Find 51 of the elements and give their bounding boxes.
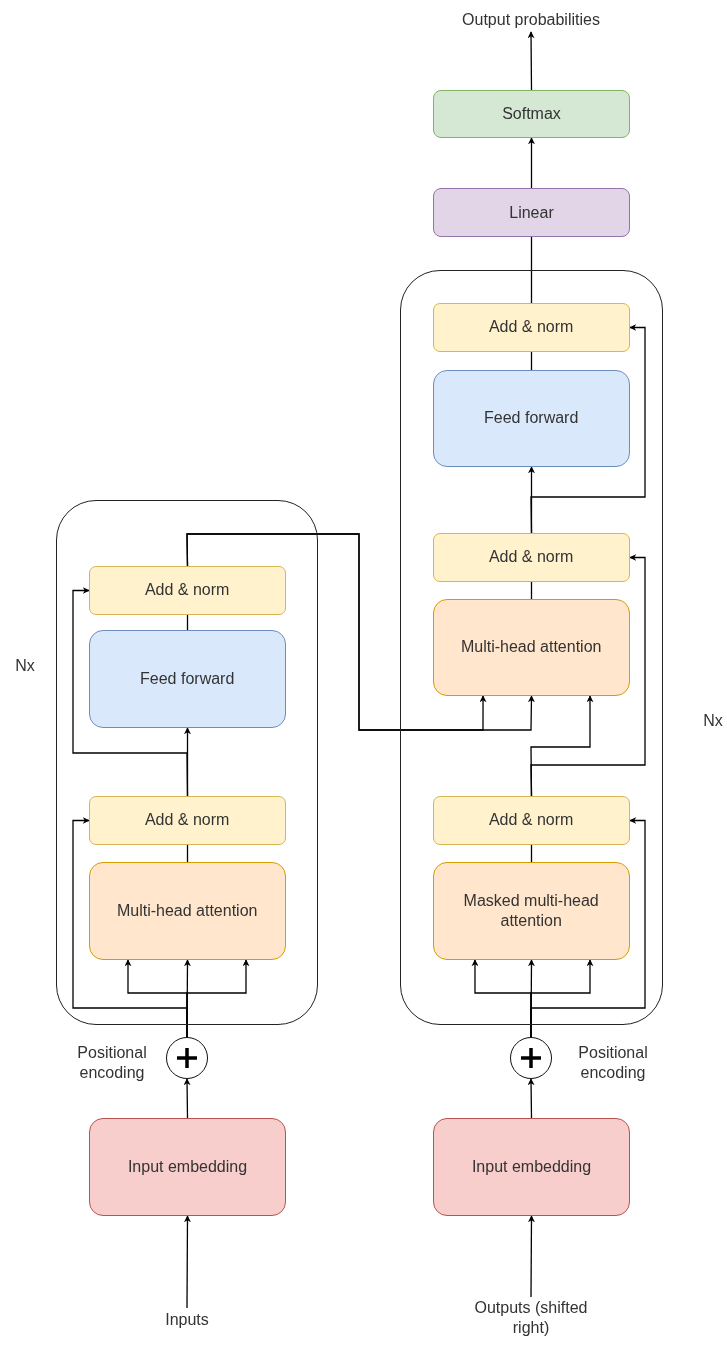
embedding-box bbox=[433, 1118, 630, 1216]
softmax-box bbox=[433, 90, 630, 138]
arrow bbox=[183, 1215, 191, 1309]
embedding-box bbox=[89, 1118, 286, 1216]
arrow bbox=[530, 324, 646, 534]
box-label: Feed forward bbox=[139, 668, 236, 689]
feed-forward-box bbox=[88, 629, 286, 728]
arrow bbox=[527, 31, 535, 91]
repeat-label: Nx bbox=[14, 656, 36, 676]
connector-line bbox=[530, 236, 533, 304]
feed-forward-box bbox=[432, 369, 630, 467]
box-label: Add & norm bbox=[487, 547, 575, 568]
box-label: Feed forward bbox=[483, 408, 580, 429]
add-norm-box bbox=[432, 302, 630, 352]
box-label: Add & norm bbox=[487, 810, 575, 831]
side-label: Positional encoding bbox=[577, 1043, 649, 1083]
stack-container bbox=[400, 270, 663, 1025]
box-label: Input embedding bbox=[126, 1157, 249, 1177]
flow-label: Inputs bbox=[165, 1310, 209, 1330]
box-label: Add & norm bbox=[143, 580, 231, 601]
box-label: Softmax bbox=[501, 104, 562, 124]
add-norm-box bbox=[88, 795, 286, 845]
flow-label: Output probabilities bbox=[462, 10, 600, 30]
box-label: Add & norm bbox=[487, 317, 575, 338]
arrow bbox=[530, 554, 646, 797]
arrow bbox=[72, 817, 188, 1038]
arrow bbox=[183, 1078, 191, 1119]
box-label: Linear bbox=[508, 202, 555, 223]
add-norm-box bbox=[432, 795, 630, 845]
add-norm-box bbox=[88, 565, 286, 615]
arrow bbox=[72, 587, 189, 797]
repeat-label: Nx bbox=[702, 711, 724, 731]
attention-box bbox=[432, 861, 630, 960]
attention-box bbox=[88, 861, 286, 960]
arrow bbox=[527, 1078, 535, 1119]
box-label: Multi-head attention bbox=[115, 900, 259, 921]
box-label: Masked multi-head attention bbox=[462, 890, 600, 931]
arrow bbox=[530, 817, 646, 1038]
linear-layer-box bbox=[433, 188, 630, 237]
arrow bbox=[527, 1215, 535, 1298]
box-label: Add & norm bbox=[143, 810, 231, 831]
stack-container bbox=[56, 500, 318, 1025]
add-norm-box bbox=[432, 532, 630, 582]
flow-label: Outputs (shifted right) bbox=[473, 1298, 589, 1338]
attention-box bbox=[432, 598, 630, 696]
box-label: Multi-head attention bbox=[459, 637, 603, 658]
sum-circle bbox=[510, 1037, 552, 1079]
side-label: Positional encoding bbox=[76, 1043, 148, 1083]
sum-circle bbox=[166, 1037, 208, 1079]
box-label: Input embedding bbox=[470, 1157, 593, 1177]
arrow bbox=[528, 137, 535, 189]
